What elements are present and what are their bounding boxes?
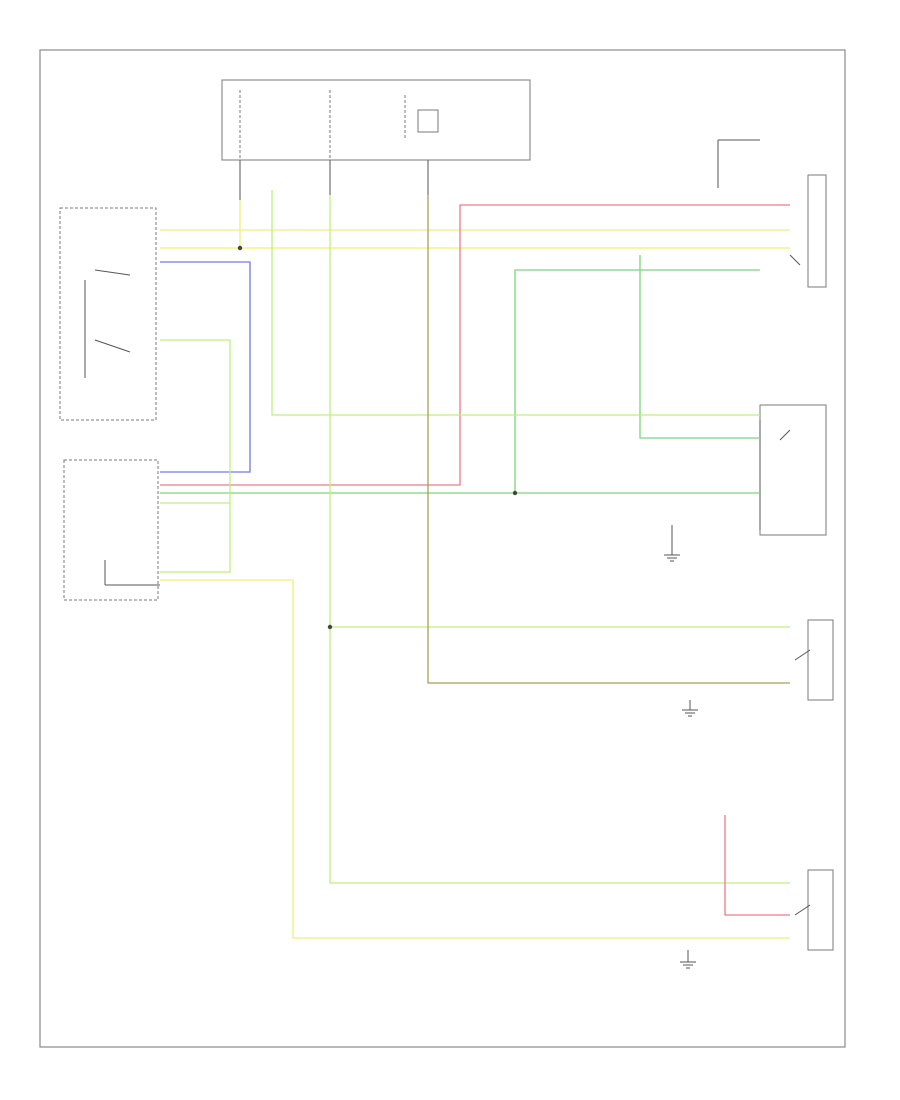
diagram-frame bbox=[39, 49, 846, 1048]
ground-bottom bbox=[680, 950, 696, 969]
junction-dot bbox=[237, 245, 243, 251]
cruise-control-unit bbox=[63, 459, 160, 601]
w-lgreen-2 bbox=[329, 195, 790, 884]
fuse-box bbox=[221, 79, 531, 200]
cruise-switch bbox=[59, 207, 157, 421]
w-olive bbox=[427, 195, 790, 684]
junction-dot bbox=[512, 490, 518, 496]
w-green-main bbox=[160, 269, 760, 494]
w-lgreen-3 bbox=[271, 190, 760, 416]
ground-lower bbox=[682, 700, 698, 717]
w-red-bottom bbox=[724, 815, 790, 916]
bottom-right-switch bbox=[794, 869, 834, 951]
w-green-top bbox=[639, 255, 760, 439]
middle-right-switch bbox=[759, 404, 827, 536]
w-yellow-2 bbox=[160, 200, 790, 249]
ground-middle bbox=[664, 525, 680, 562]
lower-right-switch bbox=[794, 619, 834, 701]
w-red bbox=[160, 204, 790, 486]
w-yellow-bottom bbox=[160, 579, 790, 939]
top-right-switch bbox=[717, 139, 827, 288]
junction-dot bbox=[327, 624, 333, 630]
w-blue bbox=[160, 261, 251, 473]
wires bbox=[160, 190, 790, 939]
w-lgreen-1 bbox=[160, 339, 231, 573]
junction-dots bbox=[237, 245, 518, 630]
